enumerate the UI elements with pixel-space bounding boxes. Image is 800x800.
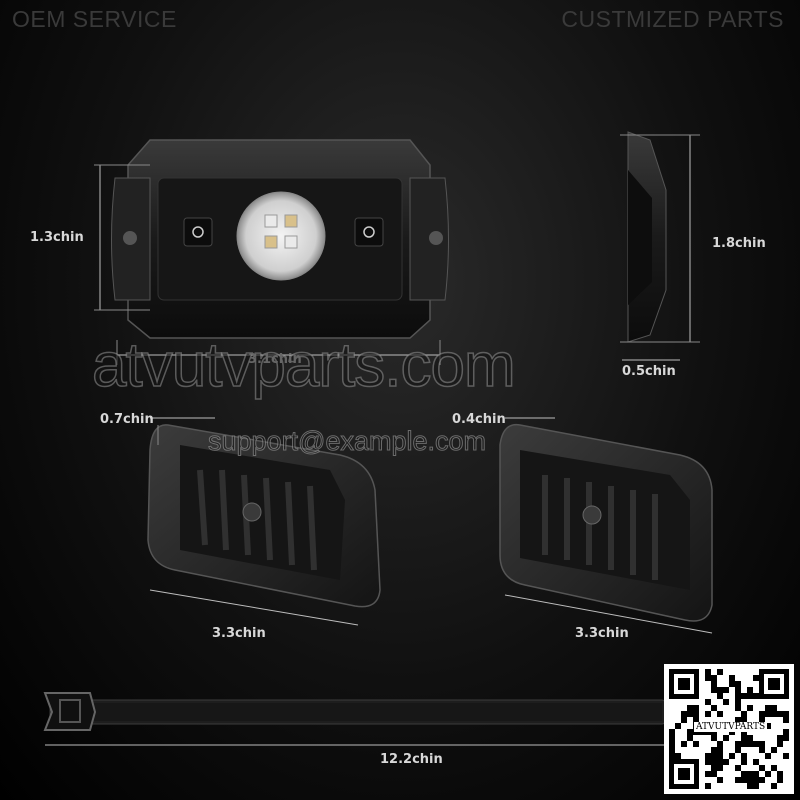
dim-back-left-depth: 0.7chin [100,412,154,427]
dim-front-height: 1.3chin [30,230,84,245]
customized-parts-label: CUSTMIZED PARTS [561,6,784,32]
back-view-left [147,417,381,626]
front-view [94,139,449,365]
dim-back-right-depth: 0.4chin [452,412,506,427]
dim-strap-length: 12.2chin [380,752,443,767]
qr-code: ATVUTVPARTS [664,664,794,794]
oem-service-label: OEM SERVICE [12,6,177,32]
dim-side-height: 1.8chin [712,236,766,251]
dim-side-depth: 0.5chin [622,364,676,379]
qr-label: ATVUTVPARTS [694,722,768,732]
back-view-right [499,417,713,634]
dim-back-right-width: 3.3chin [575,626,629,641]
dim-back-left-width: 3.3chin [212,626,266,641]
dim-front-width: 3.1chin [248,352,302,367]
email-watermark: support@example.com [207,426,487,457]
strap [43,692,666,746]
side-view [620,131,700,361]
site-watermark: atvutvparts.com [91,330,516,401]
